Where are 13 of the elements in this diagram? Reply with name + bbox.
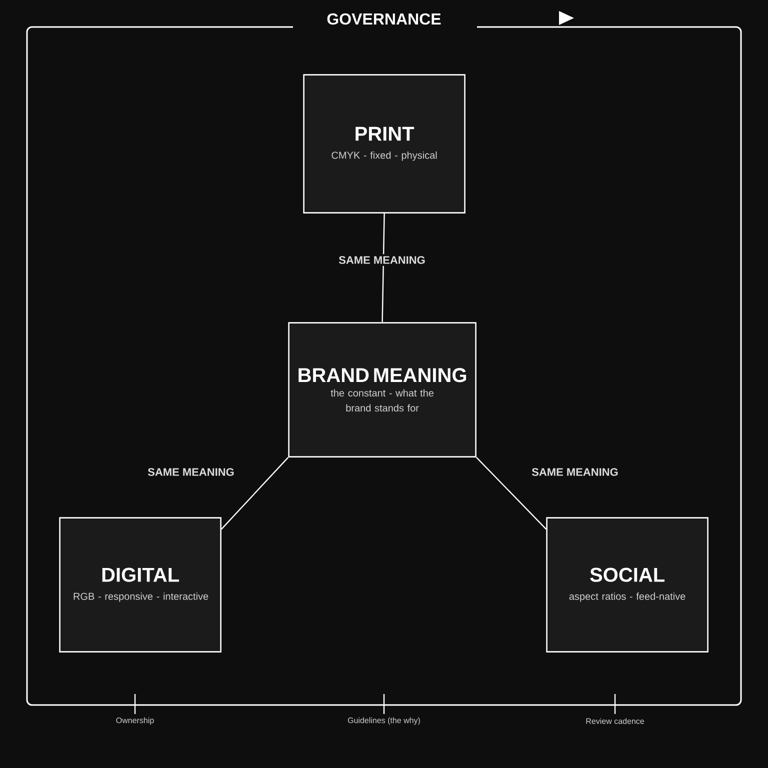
axis-label: Guidelines (the why) bbox=[348, 717, 420, 725]
edge-label: SAME MEANING bbox=[530, 466, 620, 478]
edge-label: SAME MEANING bbox=[146, 466, 236, 478]
axis-label: Review cadence bbox=[586, 718, 644, 724]
connector-line bbox=[221, 457, 289, 530]
channel-box: PRINT CMYK - fixed - physical bbox=[303, 74, 466, 214]
channel-box: SOCIAL aspect ratios - feed-native bbox=[546, 517, 708, 652]
connector-line bbox=[476, 457, 547, 530]
connector-line bbox=[382, 213, 385, 322]
axis-label: Ownership bbox=[116, 717, 154, 725]
edge-label: SAME MEANING bbox=[336, 254, 428, 266]
channel-box: BRAND MEANING the constant - what the brand stands for bbox=[288, 322, 476, 458]
channel-box: DIGITAL RGB - responsive - interactive bbox=[59, 517, 222, 652]
